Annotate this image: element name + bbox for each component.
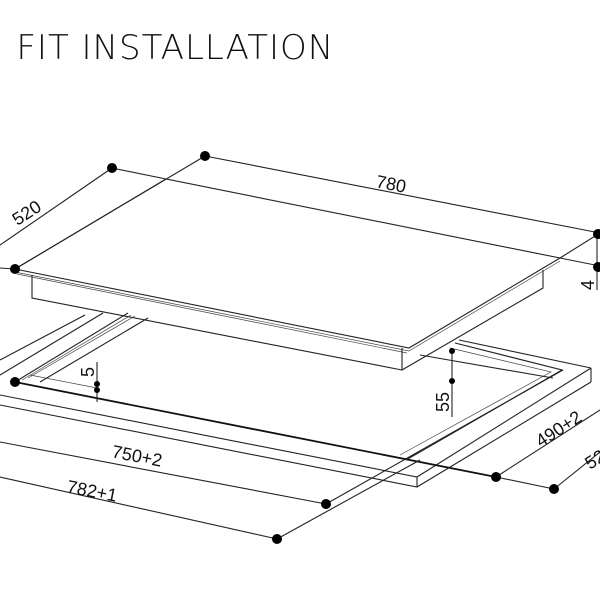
dimension-dot [272,534,282,544]
dimension-dot [491,472,501,482]
diagram-title: H FIT INSTALLATION [0,28,335,68]
label-outer-width: 782+1 [65,476,118,505]
dimension-dot [549,484,559,494]
worktop [0,312,592,488]
dimension-dots [10,151,600,544]
dimension-dot [10,264,20,274]
dimension-dot [107,163,117,173]
label-cutout-width: 750+2 [110,441,163,470]
label-min-depth: 55 [433,392,453,412]
dimension-dot [449,378,455,384]
label-hob-width: 780 [374,171,407,196]
dimension-dot [449,348,455,354]
dimension-lines [0,155,600,540]
dimension-dot [94,387,100,393]
label-glass-thickness: 4 [578,280,598,290]
dimension-dot [10,377,20,387]
label-outer-depth: 520 [581,440,600,473]
cutout [14,312,564,478]
dimension-dot [321,499,331,509]
dimension-dot [94,381,100,387]
dimension-dot [200,151,210,161]
label-frame-recess: 5 [78,367,98,377]
dimension-dot [593,229,600,239]
dimension-dot [593,262,600,272]
label-hob-depth: 520 [9,196,45,229]
hob [13,178,562,371]
label-cutout-depth: 490+2 [532,407,585,451]
